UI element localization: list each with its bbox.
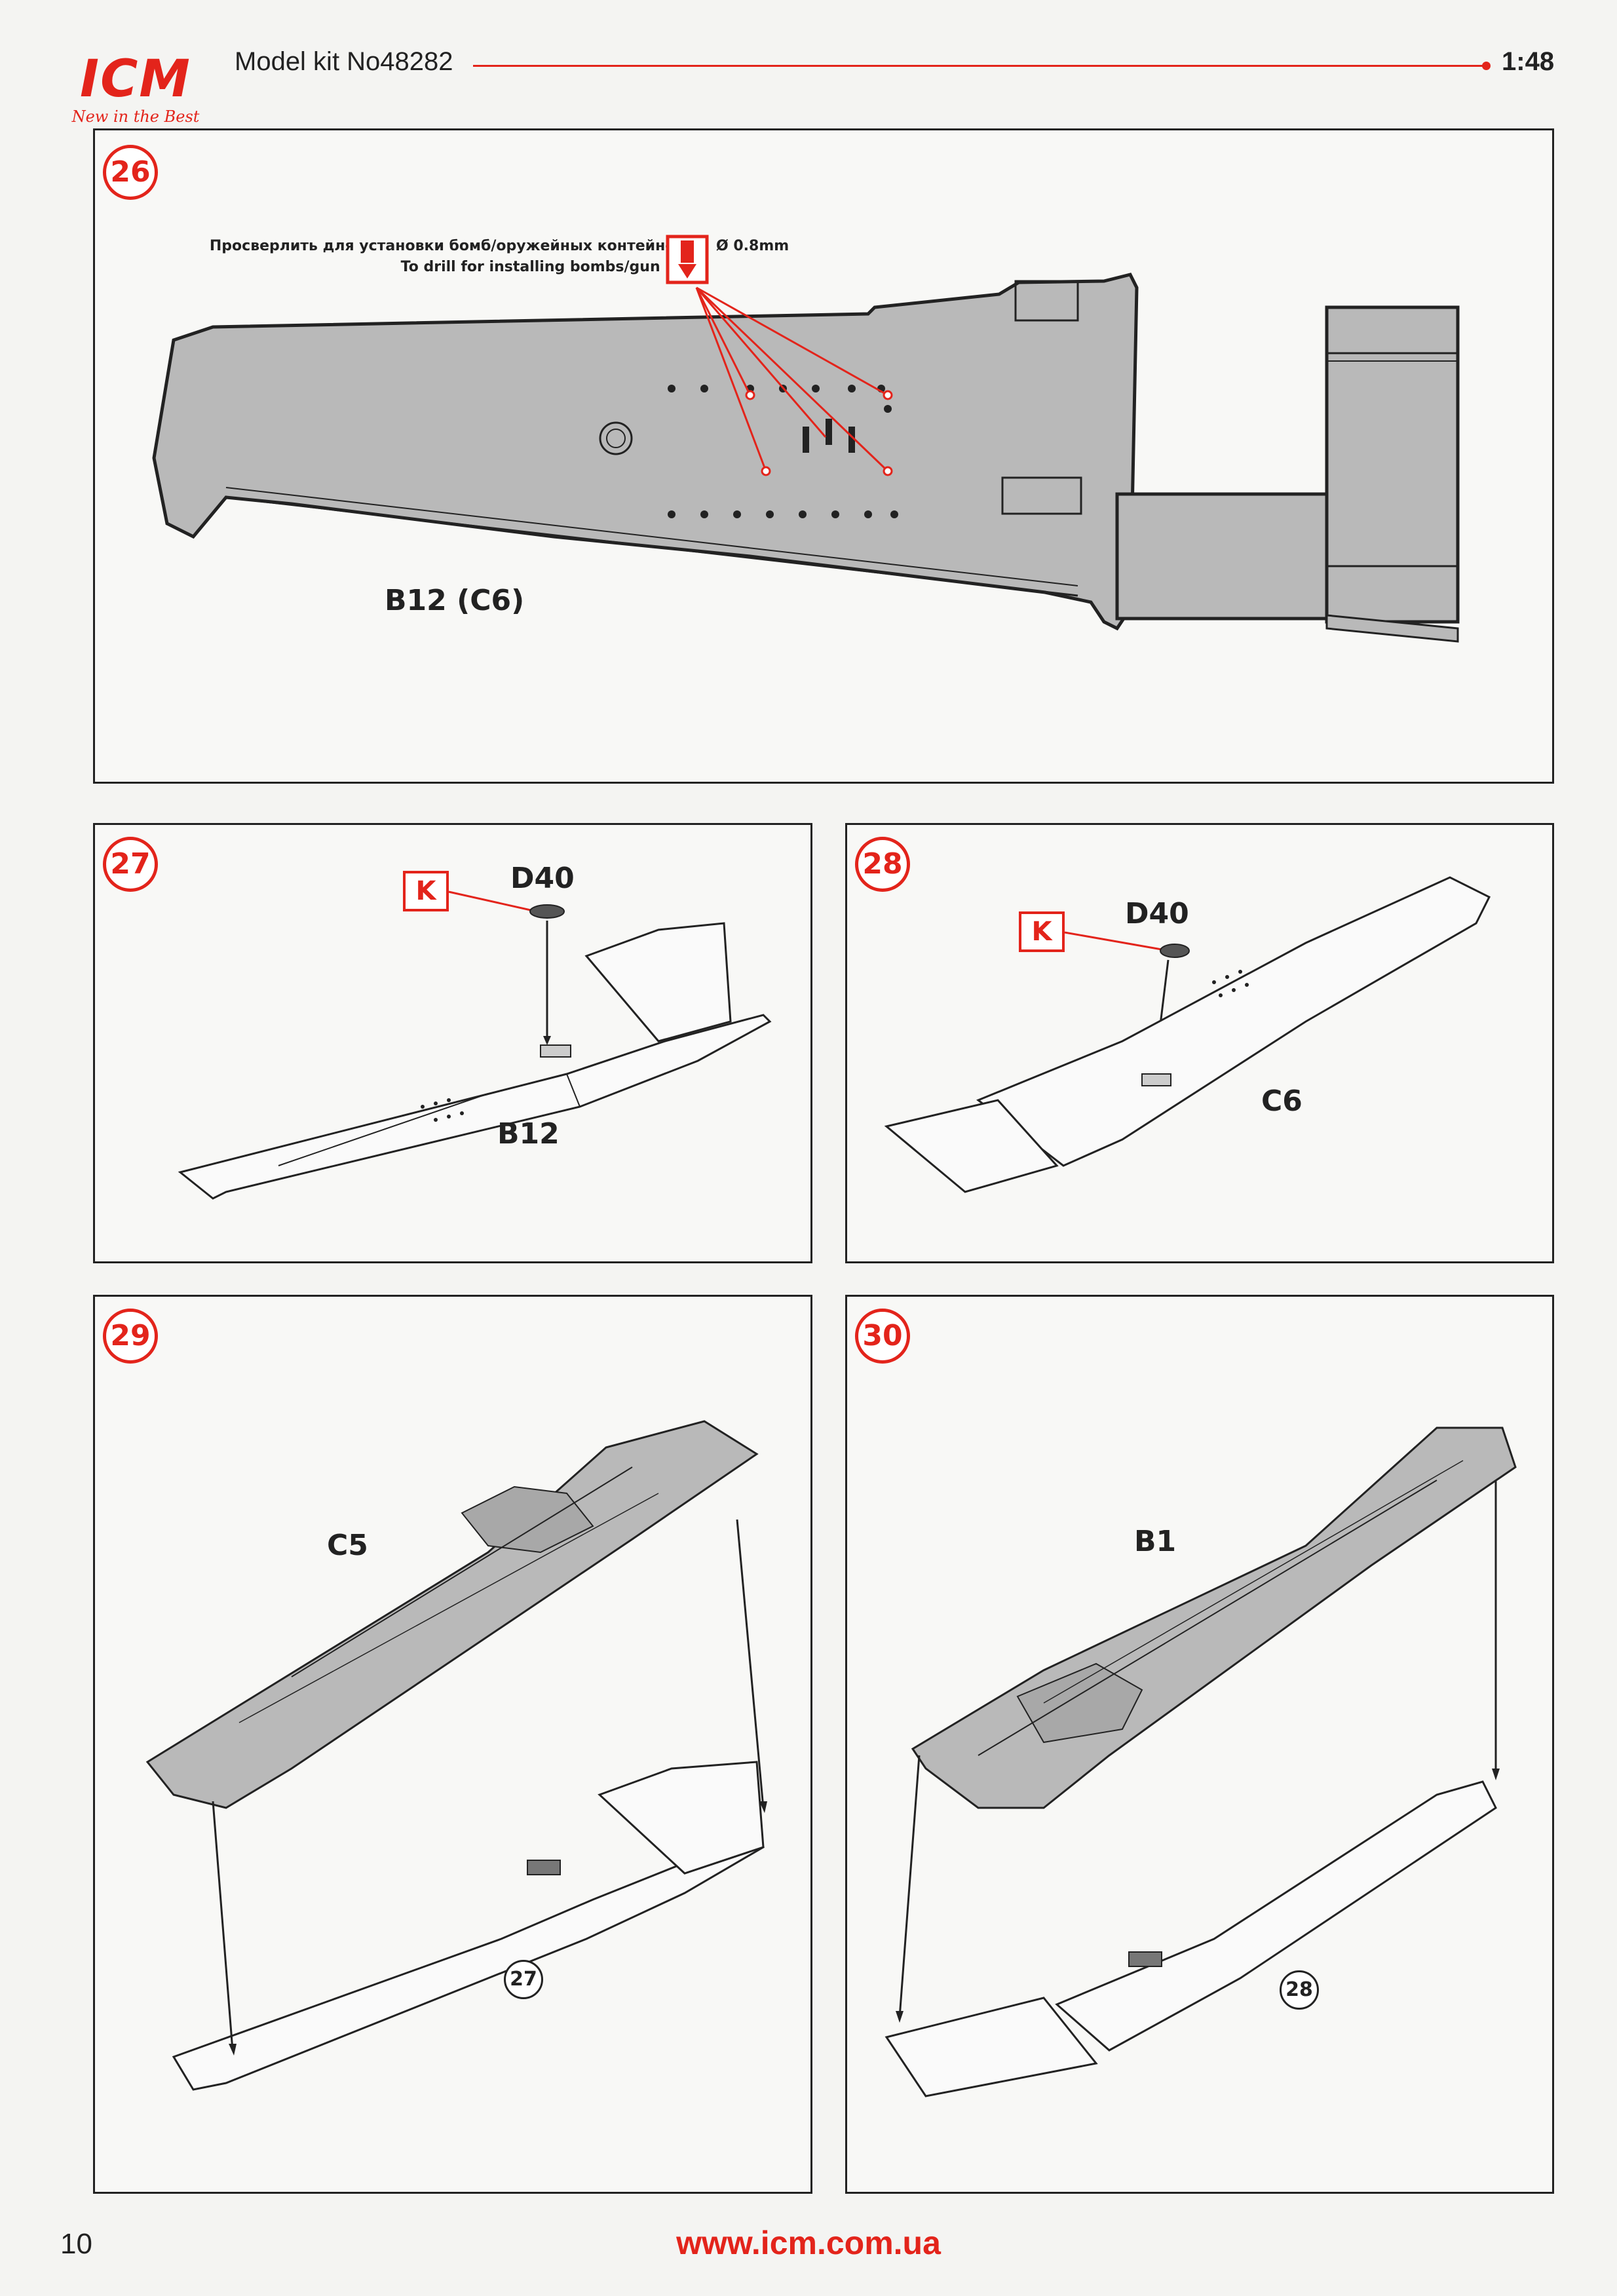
header-divider <box>473 65 1487 67</box>
step-number-badge: 28 <box>855 837 910 892</box>
wing-halves-drawing <box>145 1420 767 2091</box>
part-label: B1 <box>1134 1525 1177 1558</box>
website-link[interactable]: www.icm.com.ua <box>676 2225 941 2261</box>
kit-scale: 1:48 <box>1502 47 1555 76</box>
step-30-panel: 30 B1 28 <box>845 1295 1554 2194</box>
tag-k-box: K <box>1019 911 1065 952</box>
step-number-badge: 27 <box>103 837 158 892</box>
part-label: B12 <box>497 1117 560 1151</box>
header-divider-dot <box>1482 62 1491 70</box>
drill-size-label: Ø 0.8mm <box>716 238 789 254</box>
page-number: 10 <box>60 2228 92 2260</box>
step-29-panel: 29 C5 27 <box>93 1295 812 2194</box>
attach-part-label: D40 <box>510 862 575 895</box>
logo-text: ICM <box>80 50 191 109</box>
part-label: B12 (C6) <box>385 584 525 617</box>
drill-icon <box>666 235 709 284</box>
step-27-panel: 27 K D40 B12 <box>93 823 812 1263</box>
part-label: C5 <box>327 1529 368 1562</box>
wing-assembly-drawing <box>884 876 1491 1193</box>
logo-slogan: New in the Best <box>71 107 200 126</box>
step-number-badge: 30 <box>855 1309 910 1364</box>
tag-k-box: K <box>403 871 449 911</box>
wing-assembly-drawing <box>178 890 772 1200</box>
reference-step-circle: 27 <box>504 1960 543 1999</box>
part-label: C6 <box>1261 1084 1303 1118</box>
step-28-panel: 28 K D40 C6 <box>845 823 1554 1263</box>
step-number-badge: 29 <box>103 1309 158 1364</box>
step-number-badge: 26 <box>103 145 158 200</box>
drill-note-en: To drill for installing bombs/gun pods <box>400 259 704 275</box>
step-26-panel: 26 Просверлить для установки бомб/оружей… <box>93 128 1554 784</box>
kit-title: Model kit No48282 <box>235 47 453 76</box>
icm-logo: ICM New in the Best <box>60 50 211 128</box>
wing-halves-drawing <box>885 1426 1517 2097</box>
drill-note-ru: Просверлить для установки бомб/оружейных… <box>209 238 704 254</box>
attach-part-label: D40 <box>1125 897 1189 930</box>
reference-step-circle: 28 <box>1280 1970 1319 2010</box>
wing-lower-panel-drawing <box>152 273 1460 643</box>
